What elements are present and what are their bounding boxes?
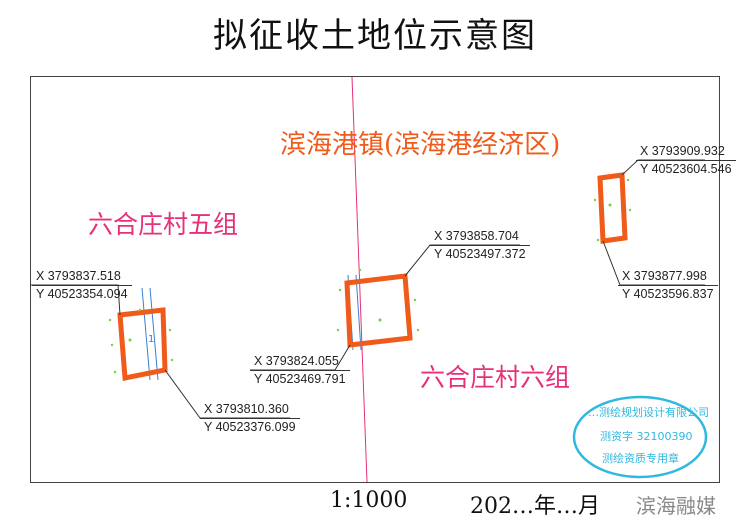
coordinate-label: X 3793824.055 Y 40523469.791 <box>250 353 350 388</box>
map-date: 202…年…月 <box>470 494 600 519</box>
parcel-3 <box>597 159 705 286</box>
coordinate-label: X 3793837.518 Y 40523354.094 <box>32 268 132 303</box>
parcel-outline <box>597 172 628 244</box>
road-line <box>149 287 159 381</box>
parcel-outline <box>117 307 168 382</box>
parcel-outline <box>344 273 413 348</box>
parcel-2 <box>250 244 520 371</box>
village-group-5-label: 六合庄村五组 <box>88 210 239 239</box>
coordinate-label: X 3793909.932 Y 40523604.546 <box>636 143 736 178</box>
coordinate-label: X 3793810.360 Y 40523376.099 <box>200 401 300 436</box>
map-frame <box>30 76 720 483</box>
official-stamp: …测绘规划设计有限公司 测资字 32100390 测绘资质专用章 <box>570 392 710 482</box>
map-scale: 1:1000 <box>330 488 408 513</box>
road-line <box>355 274 362 351</box>
map-title: 拟征收土地位示意图 <box>213 16 537 56</box>
coordinate-label: X 3793858.704 Y 40523497.372 <box>430 228 530 263</box>
parcel-number: 1 <box>148 334 154 345</box>
road-line <box>141 287 151 381</box>
vegetation-dots <box>108 178 632 374</box>
watermark: 滨海融媒 <box>636 494 716 518</box>
parcel-1: 1 <box>30 284 290 419</box>
town-label: 滨海港镇(滨海港经济区) <box>280 130 561 160</box>
coordinate-label: X 3793877.998 Y 40523596.837 <box>618 268 718 303</box>
village-group-6-label: 六合庄村六组 <box>420 363 571 392</box>
